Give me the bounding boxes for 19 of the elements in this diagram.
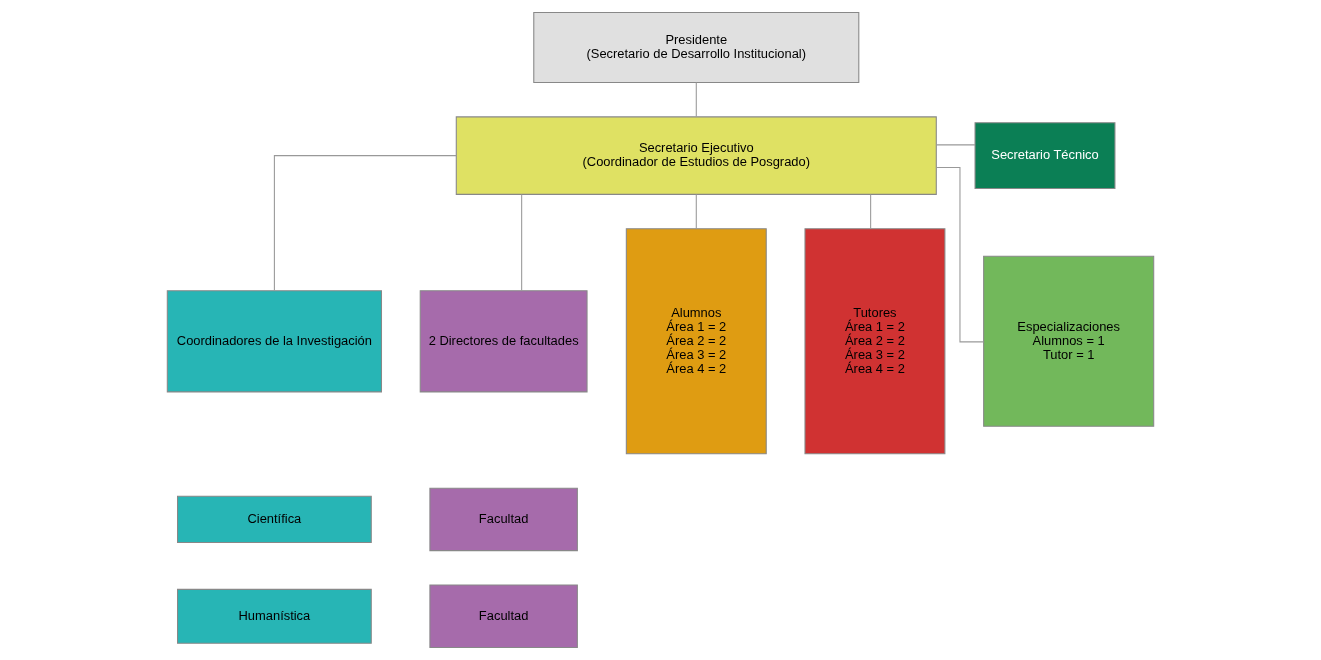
node-box: Especializaciones Alumnos = 1 Tutor = 1 — [983, 255, 1155, 427]
connector — [936, 144, 976, 146]
node-box: Facultad — [429, 584, 578, 649]
connector — [521, 194, 523, 291]
node-box: Científica — [177, 495, 372, 544]
node-box: Secretario Técnico — [974, 122, 1116, 189]
node-box: Tutores Área 1 = 2 Área 2 = 2 Área 3 = 2 Área 4 = 2 — [804, 228, 946, 455]
node-box: Alumnos Área 1 = 2 Área 2 = 2 Área 3 = 2 Área 4 = 2 — [625, 228, 767, 455]
connector — [936, 166, 985, 343]
connector — [870, 194, 872, 230]
node-box: Humanística — [177, 588, 372, 644]
node-box: Facultad — [429, 487, 578, 552]
node-box: Presidente (Secretario de Desarrollo Institucional) — [533, 11, 860, 83]
node-box: Secretario Ejecutivo (Coordinador de Estudios de Posgrado) — [455, 116, 937, 195]
node-box: 2 Directores de facultades — [419, 290, 588, 393]
connector — [695, 194, 697, 230]
connector — [273, 155, 457, 292]
node-box: Coordinadores de la Investigación — [166, 290, 383, 393]
connector — [695, 82, 697, 118]
